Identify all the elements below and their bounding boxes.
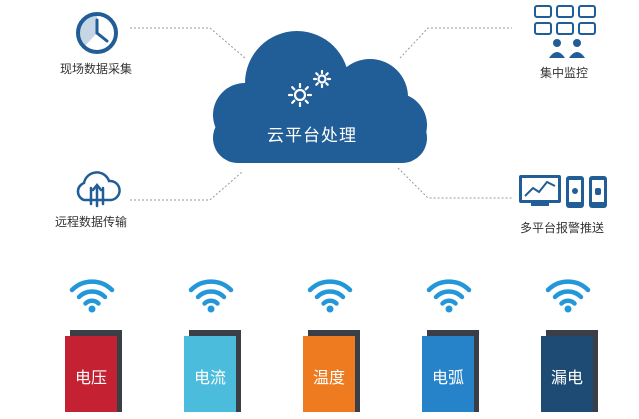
- gears-icon: [287, 69, 332, 108]
- sensor-label: 漏电: [550, 368, 583, 387]
- sensor-label: 电压: [74, 368, 107, 387]
- sensor-card: 电弧: [422, 336, 474, 412]
- sensor-current: 电流: [184, 330, 242, 412]
- wifi-icon: [545, 279, 591, 313]
- wifi-icon: [426, 279, 472, 313]
- sensor-arc: 电弧: [422, 330, 480, 412]
- sensor-card: 漏电: [541, 336, 593, 412]
- sensor-card: 电压: [65, 336, 117, 412]
- cloud-shape: [213, 31, 427, 163]
- label-monitor: 集中监控: [540, 66, 589, 80]
- sensor-label: 电弧: [431, 368, 464, 387]
- sensor-temperature: 温度: [303, 330, 361, 412]
- cloud-transfer-icon: [76, 171, 121, 208]
- wifi-icon: [307, 279, 353, 313]
- sensor-leakage: 漏电: [541, 330, 599, 412]
- sensor-card: 温度: [303, 336, 355, 412]
- sensor-label: 温度: [312, 368, 345, 387]
- label-transfer: 远程数据传输: [55, 215, 128, 229]
- wifi-icon: [188, 279, 234, 313]
- label-collect: 现场数据采集: [60, 62, 133, 76]
- sensor-label: 电流: [193, 368, 226, 387]
- label-alarm: 多平台报警推送: [520, 221, 605, 235]
- cloud-title: 云平台处理: [267, 126, 357, 146]
- sensor-card: 电流: [184, 336, 236, 412]
- devices-icon: [519, 175, 607, 208]
- monitor-grid-icon: [534, 5, 596, 58]
- sensor-voltage: 电压: [65, 330, 123, 412]
- clock-icon: [76, 12, 118, 54]
- wifi-icon: [69, 279, 115, 313]
